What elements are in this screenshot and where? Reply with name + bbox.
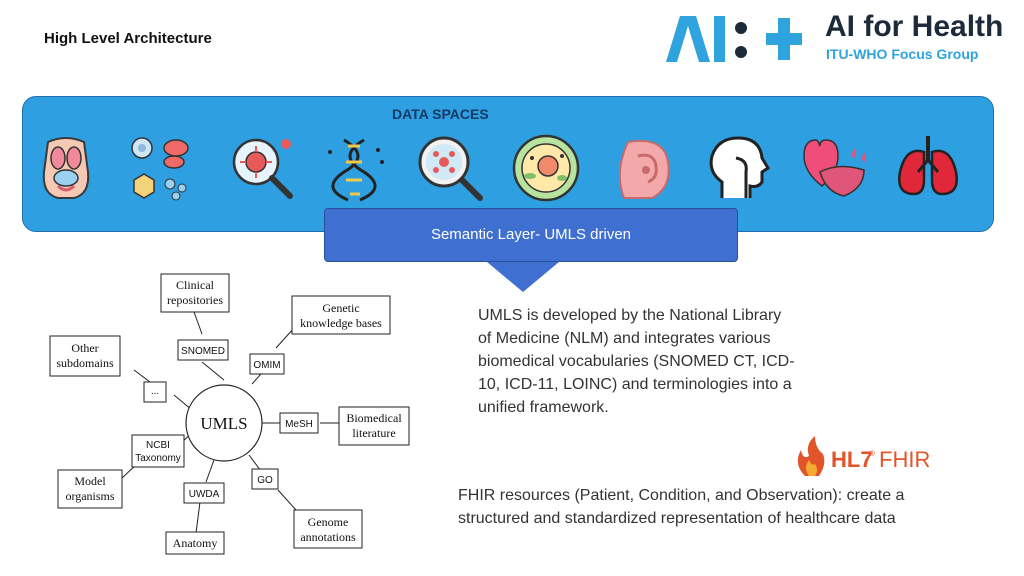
- biomedical-literature-node: [338, 406, 410, 446]
- ncbi-taxonomy-node: [131, 434, 185, 468]
- anatomy-node: [165, 531, 225, 555]
- genome-label-line2: annotations: [300, 530, 356, 544]
- registered-mark: ®: [869, 449, 875, 458]
- omim-node: [249, 353, 285, 375]
- other-label-line1: Other: [71, 341, 98, 355]
- omim-label: OMIM: [253, 360, 280, 371]
- data-spaces-label: DATA SPACES: [392, 106, 489, 122]
- go-node: [251, 468, 279, 490]
- uwda-node: [183, 482, 225, 504]
- ai-plus-logo: [666, 16, 802, 62]
- anatomy-label: Anatomy: [173, 536, 218, 550]
- virus-magnifier-icon: [232, 138, 293, 199]
- genetic-label-line2: knowledge bases: [300, 316, 382, 330]
- semantic-layer-box: [324, 208, 738, 262]
- other-label-line2: subdomains: [56, 356, 114, 370]
- page-title: High Level Architecture: [44, 30, 212, 47]
- clinical-repositories-node: [160, 273, 230, 313]
- semantic-layer-label: Semantic Layer- UMLS driven: [430, 226, 632, 243]
- umls-description: UMLS is developed by the National Librar…: [478, 307, 795, 416]
- hl7-text: HL7: [831, 447, 873, 472]
- umls-center-node: [185, 384, 263, 462]
- go-label: GO: [257, 475, 273, 486]
- uwda-label: UWDA: [189, 489, 220, 500]
- down-arrow: [487, 262, 559, 292]
- fhir-description: FHIR resources (Patient, Condition, and …: [458, 487, 905, 527]
- ncbi-label-line2: Taxonomy: [135, 453, 181, 464]
- lungs-icon: [898, 136, 958, 196]
- model-organisms-node: [57, 469, 123, 509]
- other-subdomains-node: [49, 335, 121, 377]
- biomedical-label-line1: Biomedical: [346, 411, 402, 425]
- umls-center-label: UMLS: [200, 414, 247, 433]
- clinical-label-line2: repositories: [167, 293, 223, 307]
- dna-icon: [328, 138, 384, 202]
- clinical-label-line1: Clinical: [176, 278, 215, 292]
- cell-magnifier-icon: [418, 136, 483, 201]
- model-label-line1: Model: [74, 474, 106, 488]
- logo-title: AI for Health: [825, 10, 1004, 43]
- mesh-label: MeSH: [285, 419, 313, 430]
- ncbi-label-line1: NCBI: [146, 440, 170, 451]
- torso-organs-icon: [42, 137, 90, 199]
- ellipsis-label: ...: [151, 386, 159, 397]
- ellipsis-node: [143, 381, 167, 403]
- head-throat-icon: [709, 136, 771, 198]
- cells-icon: [131, 137, 189, 201]
- cell-icon: [512, 134, 580, 202]
- umls-diagram: UMLS SNOMED OMIM MeSH GO UWDA NCBI Taxon…: [49, 273, 410, 555]
- genome-annotations-node: [293, 509, 363, 549]
- logo-subtitle: ITU-WHO Focus Group: [826, 46, 979, 62]
- heart-liver-icon: [803, 139, 866, 197]
- ear-icon: [618, 140, 670, 199]
- biomedical-label-line2: literature: [352, 426, 395, 440]
- model-label-line2: organisms: [65, 489, 114, 503]
- fhir-text: FHIR: [879, 447, 930, 472]
- mesh-node: [279, 412, 319, 434]
- genetic-label-line1: Genetic: [322, 301, 359, 315]
- genome-label-line1: Genome: [308, 515, 349, 529]
- hl7-fhir-logo: HL7 ® FHIR: [797, 436, 930, 476]
- genetic-kb-node: [291, 295, 391, 335]
- snomed-node: [177, 339, 229, 361]
- snomed-label: SNOMED: [181, 346, 225, 357]
